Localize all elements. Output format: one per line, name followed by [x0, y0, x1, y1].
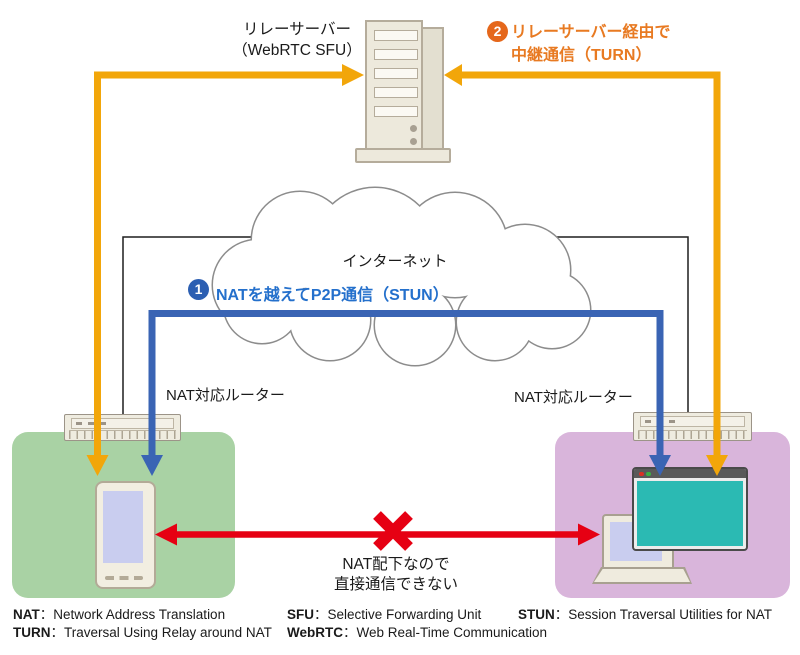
- nat-router-left-icon: [64, 414, 181, 441]
- window-maximize-dot: [646, 471, 651, 476]
- browser-window-icon: [632, 467, 748, 551]
- turn-arrow-left: [86, 64, 364, 476]
- nat-router-right-label: NAT対応ルーター: [514, 389, 633, 406]
- smartphone-icon: [95, 481, 156, 589]
- smartphone-screen: [103, 491, 143, 563]
- server-dot: [410, 138, 417, 145]
- internet-cloud: [211, 186, 592, 367]
- x-mark-icon: [373, 511, 413, 551]
- stun-arrow: [141, 310, 671, 476]
- nat-router-right-icon: [633, 412, 752, 441]
- legend-sfu: SFU：Selective Forwarding Unit: [287, 607, 482, 622]
- step2-badge: 2: [487, 21, 508, 42]
- router-ports: [638, 430, 747, 439]
- legend-stun: STUN：Session Traversal Utilities for NAT: [518, 607, 773, 622]
- legend-turn: TURN：Traversal Using Relay around NAT: [13, 625, 272, 640]
- router-leds: [76, 422, 110, 425]
- server-slot: [374, 30, 418, 41]
- window-close-dot: [639, 471, 644, 476]
- router-ports: [69, 430, 176, 439]
- relay-server-label: リレーサーバー （WebRTC SFU）: [232, 21, 362, 59]
- turn-path-label: リレーサーバー経由で 中継通信（TURN）: [511, 24, 671, 64]
- router-panel: [71, 418, 174, 429]
- laptop-keyboard: [594, 569, 690, 582]
- internet-label: インターネット: [342, 253, 448, 270]
- nat-router-left-label: NAT対応ルーター: [166, 387, 285, 404]
- server-slot: [374, 49, 418, 60]
- stun-path-label: NATを越えてP2P通信（STUN）: [216, 287, 449, 304]
- server-slot: [374, 68, 418, 79]
- browser-titlebar: [634, 469, 746, 478]
- server-slot: [374, 87, 418, 98]
- turn-arrow-right: [444, 64, 728, 476]
- server-slot: [374, 106, 418, 117]
- server-dot: [410, 125, 417, 132]
- blocked-communication-label: NAT配下なので 直接通信できない: [333, 556, 458, 593]
- smartphone-buttons: [105, 576, 143, 580]
- browser-content: [637, 481, 743, 546]
- legend-nat: NAT：Network Address Translation: [13, 607, 226, 622]
- legend-webrtc: WebRTC：Web Real-Time Communication: [287, 625, 548, 640]
- blocked-arrow: [155, 523, 600, 546]
- step1-badge: 1: [188, 279, 209, 300]
